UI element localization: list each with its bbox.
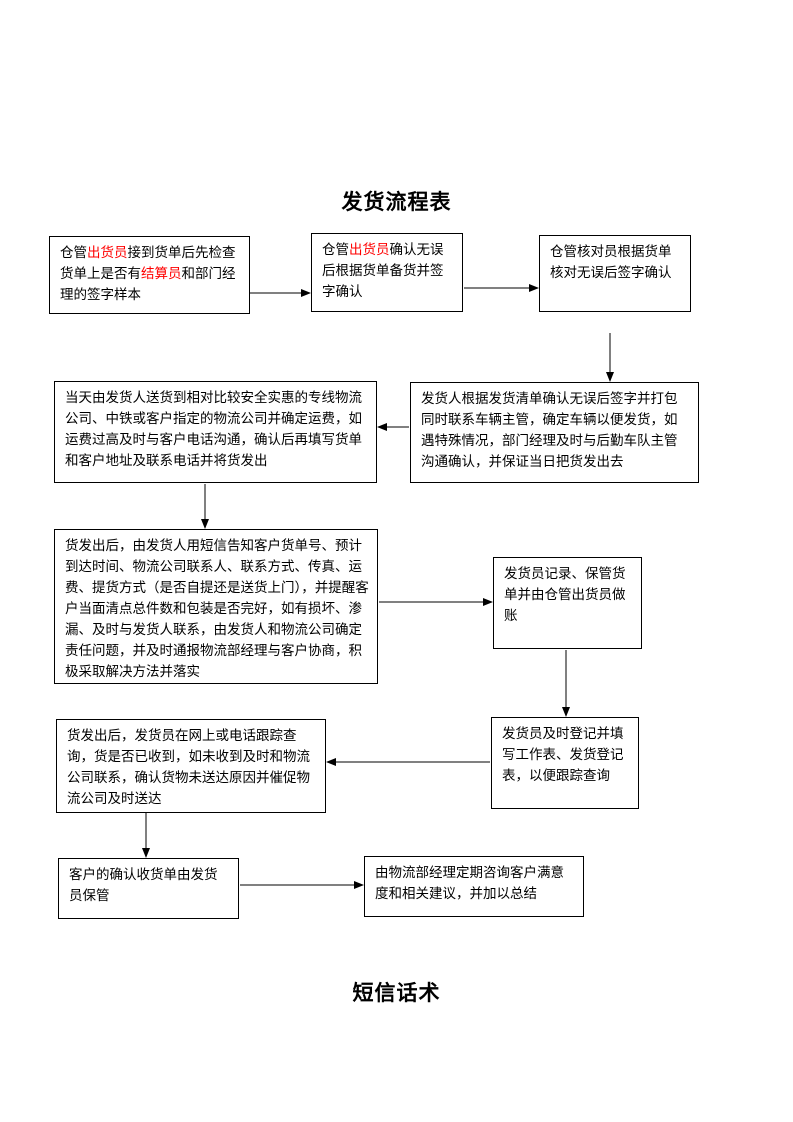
- step-4-text: 发货人根据发货清单确认无误后签字并打包同时联系车辆主管，确定车辆以便发货，如遇特…: [421, 391, 678, 470]
- step-1-text-b: 接到货单后先检查货单上是否有: [60, 245, 236, 282]
- step-1-highlight-a: 出货员: [87, 245, 128, 261]
- step-9-text: 货发出后，发货员在网上或电话跟踪查询，货是否已收到，如未收到及时和物流公司联系，…: [67, 728, 310, 807]
- step-box-2: 仓管出货员确认无误后根据货单备货并签字确认: [311, 233, 463, 312]
- step-2-highlight: 出货员: [349, 242, 390, 258]
- step-box-1: 仓管出货员接到货单后先检查货单上是否有结算员和部门经理的签字样本: [49, 236, 250, 314]
- step-3-text: 仓管核对员根据货单核对无误后签字确认: [550, 244, 672, 281]
- step-box-10: 客户的确认收货单由发货员保管: [58, 858, 239, 919]
- step-box-6: 货发出后，由发货人用短信告知客户货单号、预计到达时间、物流公司联系人、联系方式、…: [54, 529, 378, 684]
- step-1-text-a: 仓管: [60, 245, 87, 261]
- step-1-text-c: 和部门经理的签字样本: [60, 266, 236, 303]
- step-box-3: 仓管核对员根据货单核对无误后签字确认: [539, 235, 691, 312]
- step-box-9: 货发出后，发货员在网上或电话跟踪查询，货是否已收到，如未收到及时和物流公司联系，…: [56, 719, 326, 813]
- step-5-text: 当天由发货人送货到相对比较安全实惠的专线物流公司、中铁或客户指定的物流公司并确定…: [65, 390, 362, 469]
- step-box-8: 发货员及时登记并填写工作表、发货登记表，以便跟踪查询: [491, 717, 639, 809]
- page-title: 发货流程表: [341, 189, 452, 214]
- step-6-text: 货发出后，由发货人用短信告知客户货单号、预计到达时间、物流公司联系人、联系方式、…: [65, 538, 369, 680]
- step-7-text: 发货员记录、保管货单并由仓管出货员做账: [504, 566, 626, 624]
- step-11-text: 由物流部经理定期咨询客户满意度和相关建议，并加以总结: [375, 865, 564, 902]
- step-10-text: 客户的确认收货单由发货员保管: [69, 867, 218, 904]
- step-2-text-b: 确认无误后根据货单备货并签字确认: [322, 242, 444, 300]
- step-2-text-a: 仓管: [322, 242, 349, 258]
- step-1-highlight-b: 结算员: [141, 266, 182, 282]
- step-box-4: 发货人根据发货清单确认无误后签字并打包同时联系车辆主管，确定车辆以便发货，如遇特…: [410, 382, 699, 483]
- step-box-5: 当天由发货人送货到相对比较安全实惠的专线物流公司、中铁或客户指定的物流公司并确定…: [54, 381, 377, 483]
- step-box-7: 发货员记录、保管货单并由仓管出货员做账: [493, 557, 642, 649]
- step-box-11: 由物流部经理定期咨询客户满意度和相关建议，并加以总结: [364, 856, 584, 917]
- step-8-text: 发货员及时登记并填写工作表、发货登记表，以便跟踪查询: [502, 726, 624, 784]
- section-title: 短信话术: [352, 980, 441, 1005]
